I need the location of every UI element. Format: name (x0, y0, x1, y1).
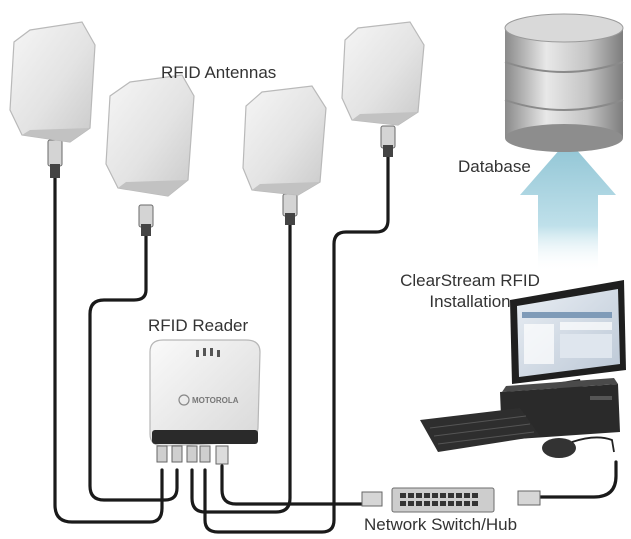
upload-arrow (520, 140, 616, 272)
antenna-connectors (47, 125, 396, 236)
reader-brand-logo: MOTOROLA (192, 396, 239, 405)
cable-antenna-1 (53, 173, 164, 524)
cable-antenna-2 (88, 230, 179, 502)
clearstream-label-line2: Installation (429, 292, 511, 311)
reader-label: RFID Reader (148, 316, 249, 335)
reader-port-connectors (156, 445, 229, 465)
database-icon (504, 13, 624, 152)
network-cables (220, 460, 618, 506)
reader-logo-icon (178, 394, 190, 406)
clearstream-label-line1: ClearStream RFID (400, 271, 540, 290)
cable-antenna-4 (203, 152, 390, 534)
network-switch-icon (361, 487, 541, 513)
reader-status-leds-icon (196, 348, 220, 357)
database-label: Database (458, 157, 531, 176)
antenna-2 (105, 74, 195, 197)
antennas-label: RFID Antennas (161, 63, 277, 82)
mouse-icon (542, 436, 615, 458)
switch-label: Network Switch/Hub (364, 515, 518, 534)
antenna-3 (242, 85, 327, 196)
antenna-1 (9, 21, 96, 143)
rfid-reader-device: MOTOROLA (149, 339, 261, 447)
keyboard-icon (420, 408, 540, 452)
cable-switch-to-pc (538, 460, 618, 499)
antenna-4 (341, 21, 425, 126)
cable-reader-to-switch (220, 464, 364, 506)
